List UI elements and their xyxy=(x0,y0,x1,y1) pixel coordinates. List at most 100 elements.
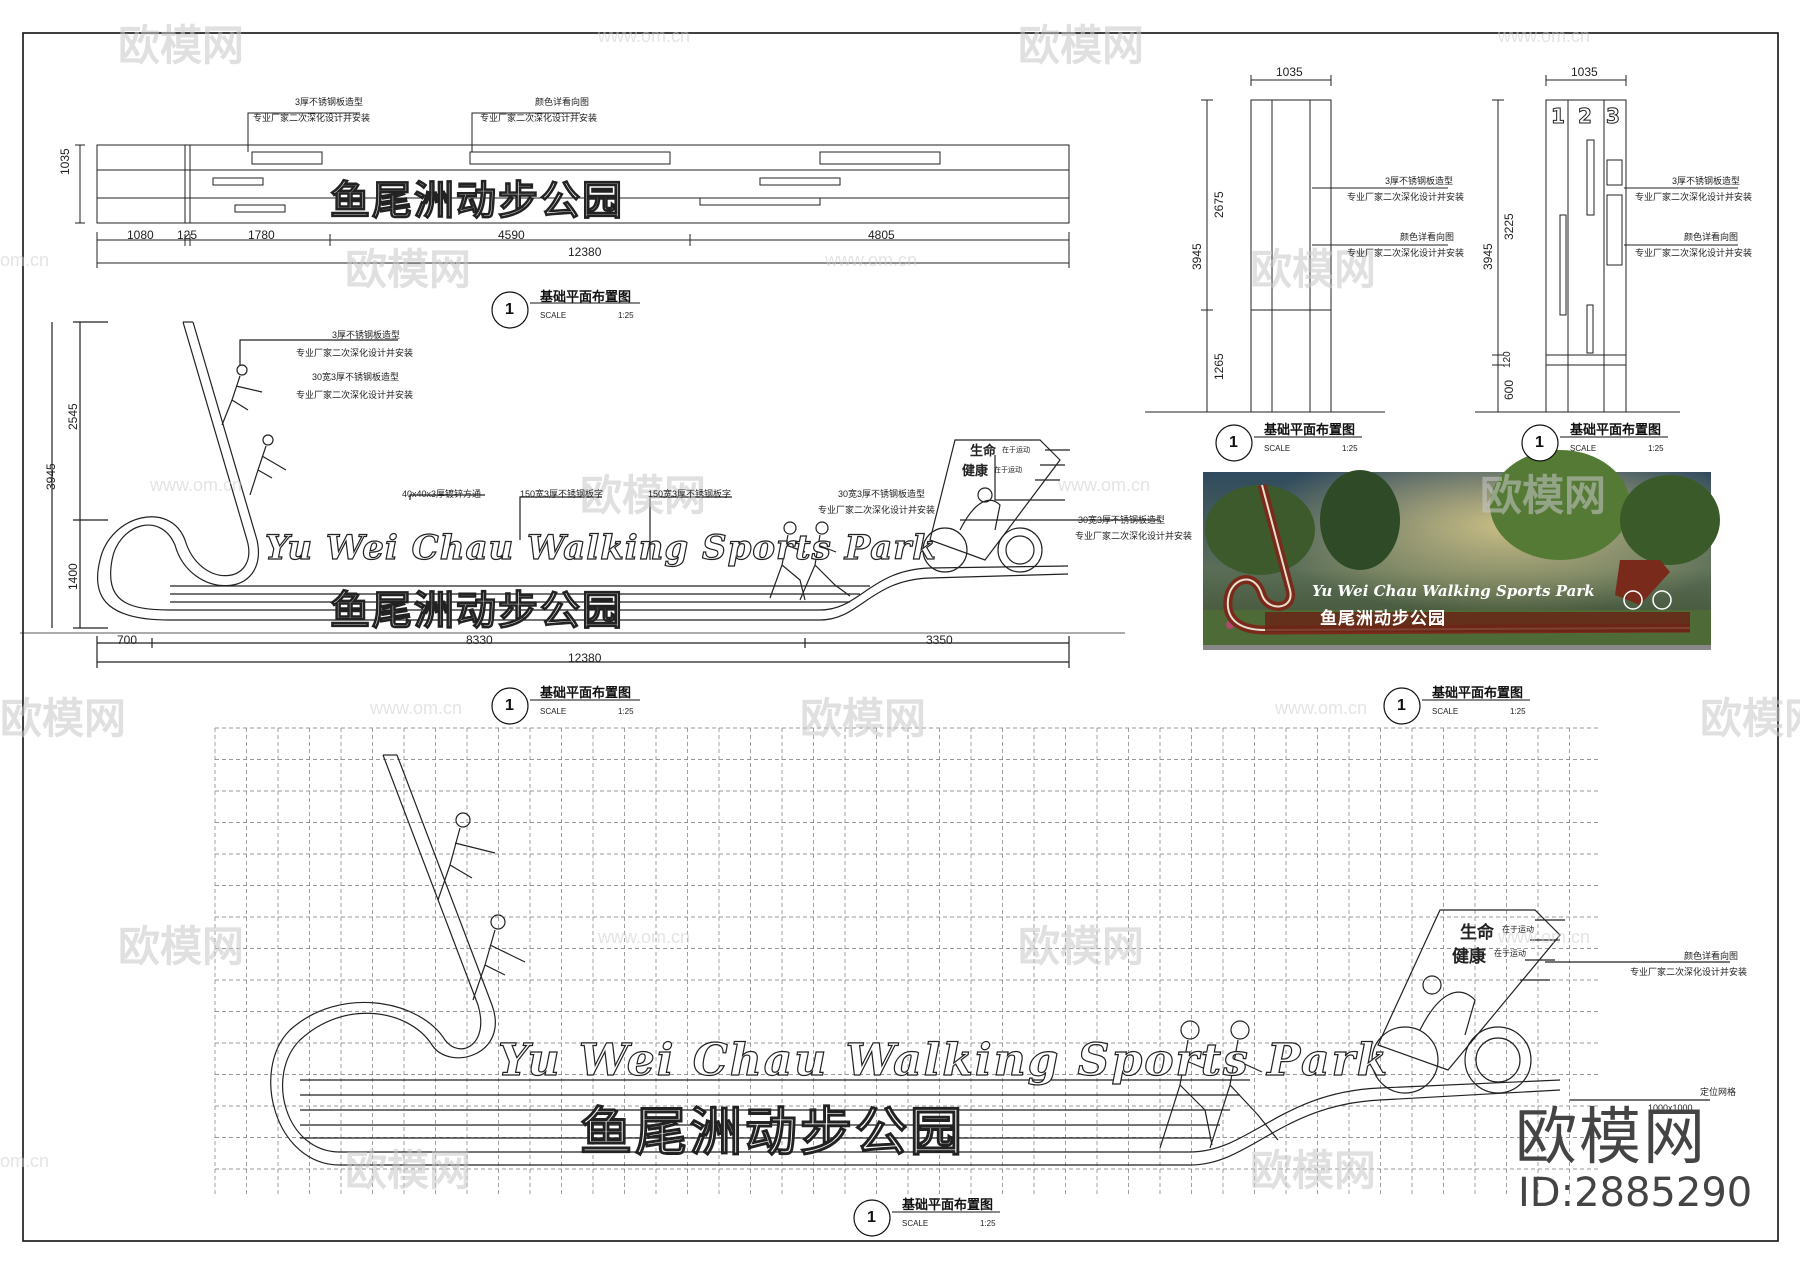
note-factory: 专业厂家二次深化设计并安装 xyxy=(1635,192,1753,202)
grid-slogan-2b: 在于运动 xyxy=(1494,949,1526,958)
note-steel-word: 150宽3厚不锈钢板字 xyxy=(648,489,732,499)
render-chinese: 鱼尾洲动步公园 xyxy=(1320,609,1446,629)
watermark-logo: 欧模网 xyxy=(118,22,245,69)
scale-value: 1:25 xyxy=(618,707,634,716)
note-color: 颜色详看向图 xyxy=(1684,951,1739,961)
dim-width: 1035 xyxy=(1571,65,1598,79)
title-label: 基础平面布置图 xyxy=(540,685,632,700)
scale-label: SCALE xyxy=(902,1219,929,1228)
note-factory: 专业厂家二次深化设计并安装 xyxy=(818,505,936,515)
elevation-english-title: Yu Wei Chau Walking Sports Park xyxy=(264,527,937,568)
elevation-chinese-title: 鱼尾洲动步公园 xyxy=(329,587,624,634)
note-color: 颜色详看向图 xyxy=(535,97,590,107)
scale-value: 1:25 xyxy=(980,1219,996,1228)
watermark-logo: 欧模网 xyxy=(1700,695,1800,742)
note-steel: 3厚不锈钢板造型 xyxy=(332,330,401,340)
grid-slogan-2: 健康 xyxy=(1452,947,1486,967)
dim-1780: 1780 xyxy=(248,228,275,242)
note-factory: 专业厂家二次深化设计并安装 xyxy=(1635,248,1753,258)
note-factory: 专业厂家二次深化设计并安装 xyxy=(296,348,414,358)
title-number: 1 xyxy=(1397,697,1406,714)
dim-3350: 3350 xyxy=(926,633,953,647)
title-label: 基础平面布置图 xyxy=(902,1197,994,1212)
watermark-url: om.cn xyxy=(0,1151,50,1171)
dim-4590: 4590 xyxy=(498,228,525,242)
watermark-logo: 欧模网 xyxy=(1250,1147,1377,1194)
dim-width: 1035 xyxy=(1276,65,1303,79)
plan-sign-text: 鱼尾洲动步公园 xyxy=(329,177,624,224)
dim-8330: 8330 xyxy=(466,633,493,647)
render-english: Yu Wei Chau Walking Sports Park xyxy=(1312,582,1595,600)
dim-1400: 1400 xyxy=(66,563,80,590)
scale-label: SCALE xyxy=(540,311,567,320)
dim-mid: 120 xyxy=(1502,351,1513,368)
grid-note-value: 1000x1000 xyxy=(1648,1103,1693,1113)
note-steel: 3厚不锈钢板造型 xyxy=(1672,176,1741,186)
grid-note-label: 定位网格 xyxy=(1700,1087,1737,1097)
title-label: 基础平面布置图 xyxy=(1432,685,1524,700)
watermark-logo: 欧模网 xyxy=(1480,472,1607,519)
watermark-url: om.cn xyxy=(0,250,50,270)
note-steel: 3厚不锈钢板造型 xyxy=(295,97,364,107)
note-square-tube: 40x40x3厚镀锌方通 xyxy=(402,489,482,499)
note-color: 颜色详看向图 xyxy=(1684,232,1739,242)
watermark-logo: 欧模网 xyxy=(345,1147,472,1194)
watermark-logo: 欧模网 xyxy=(118,923,245,970)
slogan-2b: 在于运动 xyxy=(994,466,1022,474)
note-color: 颜色详看向图 xyxy=(1400,232,1455,242)
dim-700: 700 xyxy=(117,633,138,647)
title-circles xyxy=(491,291,1559,1237)
scale-label: SCALE xyxy=(1570,444,1597,453)
dim-total: 12380 xyxy=(568,245,602,259)
scale-label: SCALE xyxy=(540,707,567,716)
plan-top-view xyxy=(75,112,1070,268)
title-label: 基础平面布置图 xyxy=(540,289,632,304)
dim-lower: 600 xyxy=(1502,379,1516,400)
dim-4805: 4805 xyxy=(868,228,895,242)
title-number: 1 xyxy=(867,1209,876,1226)
sheet-border xyxy=(22,32,1779,1242)
side-view-a xyxy=(1145,75,1448,413)
watermark-url: www.om.cn xyxy=(150,475,243,495)
watermark-url: www.om.cn xyxy=(825,250,918,270)
watermark-logo: 欧模网 xyxy=(800,695,927,742)
title-number: 1 xyxy=(1535,434,1544,451)
note-steel-30: 30宽3厚不锈钢板造型 xyxy=(838,489,926,499)
grid-plan xyxy=(214,727,1598,1197)
dim-height: 1035 xyxy=(58,148,72,175)
note-factory: 专业厂家二次深化设计并安装 xyxy=(1347,248,1465,258)
scale-value: 1:25 xyxy=(1648,444,1664,453)
dim-height: 3945 xyxy=(1481,243,1495,270)
watermark-url: www.om.cn xyxy=(1498,26,1591,46)
dim-total: 12380 xyxy=(568,651,602,665)
dim-upper: 3225 xyxy=(1502,213,1516,240)
note-steel-30: 30宽3厚不锈钢板造型 xyxy=(312,372,400,382)
title-number: 1 xyxy=(505,697,514,714)
note-factory: 专业厂家二次深化设计并安装 xyxy=(253,113,371,123)
grid-slogan-1: 生命 xyxy=(1460,923,1494,943)
watermark-url: www.om.cn xyxy=(1058,475,1151,495)
grid-plan-drawing xyxy=(270,754,1730,1166)
title-number: 1 xyxy=(1229,434,1238,451)
scale-value: 1:25 xyxy=(618,311,634,320)
dim-lower: 1265 xyxy=(1212,353,1226,380)
watermark-logo: 欧模网 xyxy=(1018,923,1145,970)
slogan-1b: 在于运动 xyxy=(1002,446,1030,454)
watermark-url: www.om.cn xyxy=(1498,927,1591,947)
watermark-url: www.om.cn xyxy=(598,927,691,947)
dim-height: 3945 xyxy=(1190,243,1204,270)
watermark-logo: 欧模网 xyxy=(345,246,472,293)
brand-id: ID:2885290 xyxy=(1518,1170,1753,1216)
dim-2545: 2545 xyxy=(66,403,80,430)
watermark-logo: 欧模网 xyxy=(580,472,707,519)
side-number-1: 1 xyxy=(1551,104,1566,129)
elevation-view xyxy=(20,321,1160,668)
dim-3945: 3945 xyxy=(44,463,58,490)
scale-label: SCALE xyxy=(1264,444,1291,453)
note-factory: 专业厂家二次深化设计并安装 xyxy=(1347,192,1465,202)
watermark-logo: 欧模网 xyxy=(1018,22,1145,69)
note-factory: 专业厂家二次深化设计并安装 xyxy=(480,113,598,123)
brand-logo: 欧模网 xyxy=(1515,1100,1708,1173)
